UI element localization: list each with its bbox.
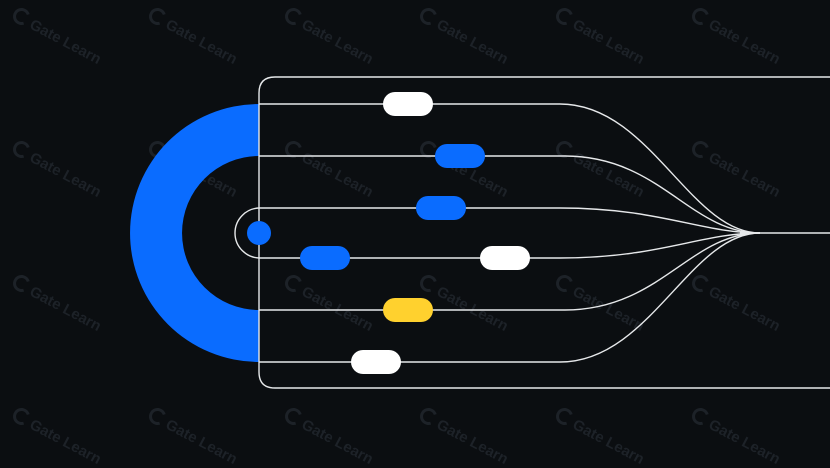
lane-line-6 — [259, 232, 761, 363]
lane-lines — [234, 76, 830, 389]
pill-white-5 — [480, 246, 530, 270]
lane-line-1 — [259, 103, 761, 234]
blue-arc-band — [130, 104, 259, 362]
pill-white-1 — [383, 92, 433, 116]
pill-blue-4 — [300, 246, 350, 270]
pill-blue-3 — [416, 196, 466, 220]
lane-line-4 — [260, 232, 761, 259]
pill-white-7 — [351, 350, 401, 374]
pill-group — [300, 92, 530, 374]
pill-blue-2 — [435, 144, 485, 168]
pill-yellow-6 — [383, 298, 433, 322]
origin-dot — [247, 221, 271, 245]
lane-line-5 — [259, 232, 761, 311]
lane-line-2 — [259, 155, 761, 234]
lane-line-3 — [234, 207, 761, 259]
